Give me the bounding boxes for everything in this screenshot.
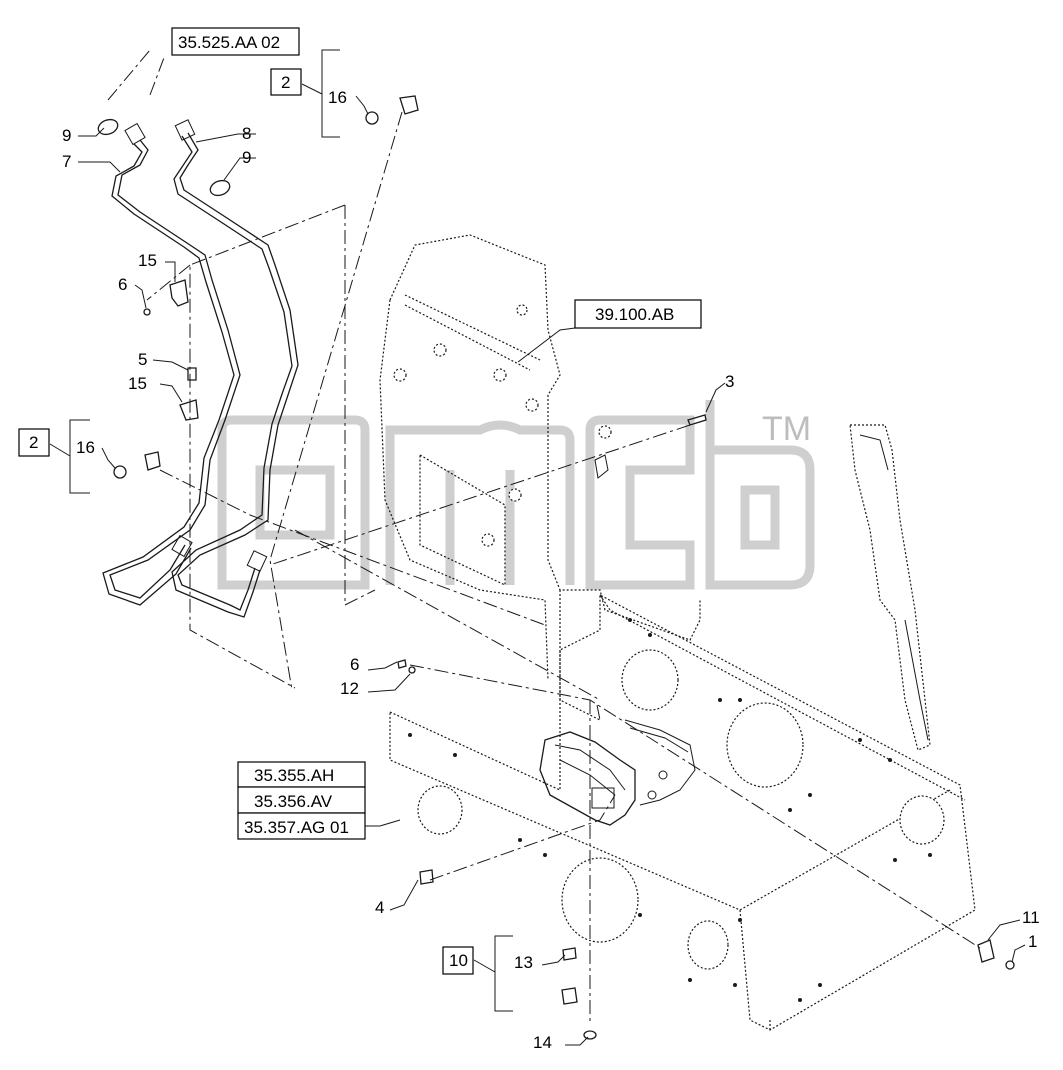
cap-9-left [97,118,119,136]
frame-plate [379,234,701,721]
frame-hole [525,398,539,412]
part-13 [562,947,577,961]
tube-7-fitting [124,122,146,146]
frame-hole [516,304,528,316]
ref-valve-1[interactable]: 35.355.AH [237,761,366,788]
plug-4 [419,869,434,885]
leader-lines [78,95,1026,1046]
fitting-16-top [399,95,419,115]
callout-15-mid: 15 [128,374,147,393]
clamp-15-top [169,279,189,307]
tube-8-fitting [174,119,196,141]
screw-6-top [143,308,151,316]
callout-9-left: 9 [62,126,71,145]
main-plate [389,594,976,1031]
bolt-1 [1005,960,1015,970]
assembly-lines [107,49,981,1025]
tube-8-fitting [246,550,268,572]
callout-11: 11 [1022,908,1040,927]
clamp-11 [977,939,995,963]
ref-hose-kit-label: 35.525.AA 02 [178,33,280,52]
control-valve [539,719,696,826]
frame-bracket [594,454,609,479]
callouts: 9 7 8 9 15 6 5 15 16 16 3 6 12 4 13 14 1… [62,88,1040,1052]
callout-15-top: 15 [138,251,157,270]
kit-box-bottom[interactable]: 10 [442,946,474,975]
callout-12: 12 [340,679,359,698]
kit-box-bottom-label: 10 [449,951,468,970]
callout-7: 7 [62,152,71,171]
screw-6-mid [397,659,407,669]
ref-hose-kit[interactable]: 35.525.AA 02 [171,27,300,56]
plate-hole [687,920,729,970]
callout-14: 14 [533,1033,552,1052]
frame-hole [493,368,507,382]
oring-16-top [365,111,379,125]
ref-valve-3-label: 35.357.AG 01 [244,818,349,837]
tube-7 [102,122,241,606]
clamp-15-mid [179,399,199,421]
ref-valve-2-label: 35.356.AV [254,792,333,811]
ref-frame[interactable]: 39.100.AB [574,299,702,329]
callout-5: 5 [138,350,147,369]
kit-box-left-label: 2 [29,433,38,452]
plate-hole [726,702,804,788]
frame-hole [598,425,612,439]
callout-16-top: 16 [328,88,347,107]
callout-16-left: 16 [76,438,95,457]
watermark-trademark: TM [762,410,811,448]
frame-hole [393,368,407,382]
plate-hole [417,785,463,835]
watermark-logo: TM [217,400,815,590]
plate-hole [621,649,679,711]
callout-6-mid: 6 [350,655,359,674]
plate-bolt-holes [408,618,932,1002]
bolt-5 [187,367,197,381]
ref-frame-label: 39.100.AB [595,305,674,324]
ref-valve-1-label: 35.355.AH [254,766,334,785]
callout-3: 3 [725,372,734,391]
tube-7-fitting [171,534,193,558]
tube-8 [171,119,299,618]
frame-hole [508,488,522,502]
part-14 [583,1030,597,1040]
fitting-16-left [144,451,161,471]
callout-13: 13 [514,953,533,972]
hardware [97,95,1015,1040]
plate-hole [561,857,639,943]
ref-valve-group: 35.355.AH 35.356.AV 35.357.AG 01 [237,761,366,840]
washer-12 [408,666,416,674]
frame-hole [433,343,447,357]
cap-9-right [209,179,231,197]
plug-10 [561,987,578,1005]
callout-1: 1 [1028,932,1037,951]
callout-6-top: 6 [118,275,127,294]
kit-brackets [49,49,513,1012]
bolt-3 [687,414,707,426]
ref-valve-2[interactable]: 35.356.AV [237,786,366,814]
frame-hole [481,533,495,547]
side-panel [849,424,931,751]
callout-8: 8 [242,124,251,143]
oring-16-left [113,465,127,479]
callout-4: 4 [375,898,384,917]
plate-hole [899,795,945,845]
kit-box-top-label: 2 [281,73,290,92]
kit-box-left[interactable]: 2 [18,428,50,457]
ref-valve-3[interactable]: 35.357.AG 01 [237,812,366,840]
callout-9-right: 9 [242,148,251,167]
kit-box-top[interactable]: 2 [270,68,302,96]
